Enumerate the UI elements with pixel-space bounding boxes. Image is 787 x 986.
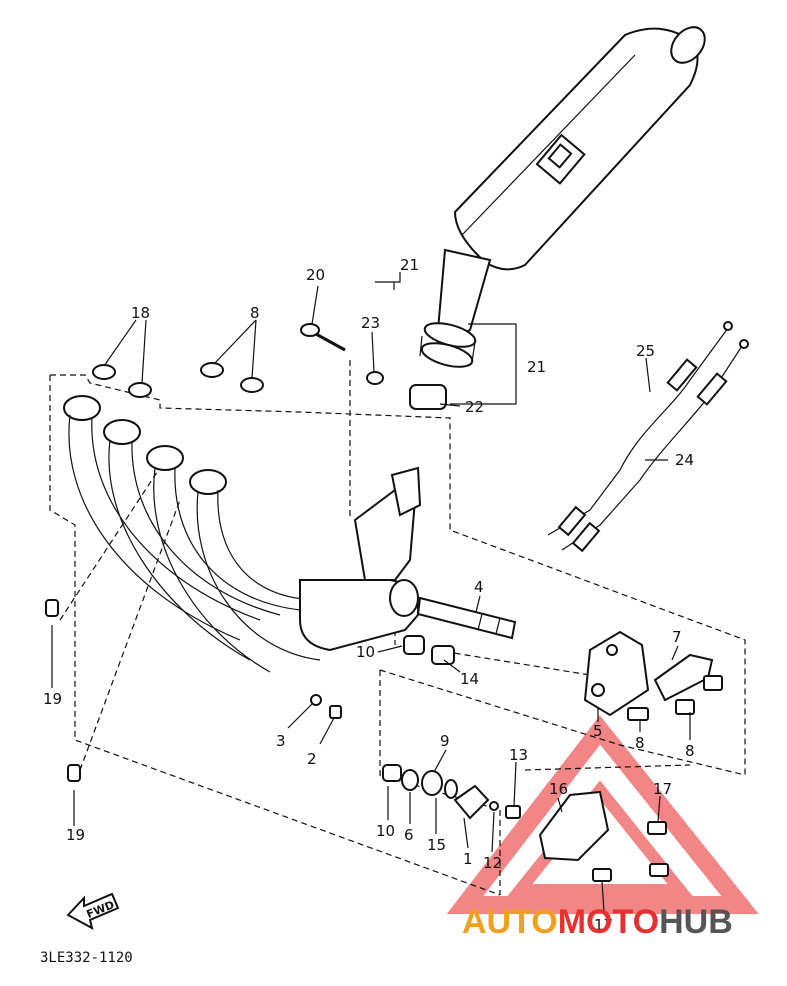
callout-9: 9 bbox=[440, 732, 450, 750]
callout-16: 16 bbox=[549, 780, 568, 798]
callout-8-top: 8 bbox=[250, 304, 260, 322]
watermark-auto: AUTO bbox=[462, 903, 558, 941]
callout-17-upper: 17 bbox=[653, 780, 672, 798]
servo-bracket-assembly bbox=[583, 630, 723, 721]
bolt-23 bbox=[366, 371, 384, 385]
cables-24-25 bbox=[547, 321, 749, 553]
callout-5: 5 bbox=[593, 722, 603, 740]
lower-bracket-16 bbox=[538, 790, 669, 882]
bolt-20 bbox=[300, 323, 346, 352]
callout-8-right: 8 bbox=[685, 742, 695, 760]
callout-21-top: 21 bbox=[400, 256, 419, 274]
callout-24: 24 bbox=[675, 451, 694, 469]
watermark-wordmark: AUTOMOTOHUB bbox=[462, 903, 733, 941]
callout-19-upper: 19 bbox=[43, 690, 62, 708]
nut-2 bbox=[329, 705, 342, 719]
gaskets-8-top bbox=[200, 362, 264, 393]
callout-19-lower: 19 bbox=[66, 826, 85, 844]
dampers-10-14 bbox=[403, 635, 455, 665]
fwd-label: FWD bbox=[85, 898, 117, 921]
stud-19-upper bbox=[45, 599, 59, 617]
callout-13: 13 bbox=[509, 746, 528, 764]
callout-labels: 18 8 20 21 23 21 22 25 24 4 10 14 3 2 19… bbox=[43, 256, 695, 934]
stud-19-lower bbox=[67, 764, 81, 782]
leader-lines bbox=[51, 272, 691, 913]
callout-23: 23 bbox=[361, 314, 380, 332]
callout-21-right: 21 bbox=[527, 358, 546, 376]
watermark-moto: MOTO bbox=[558, 903, 659, 941]
callout-1: 1 bbox=[463, 850, 473, 868]
diagram-code: 3LE332-1120 bbox=[40, 950, 133, 966]
lower-mount-hardware bbox=[382, 764, 521, 820]
callout-8-mid: 8 bbox=[635, 734, 645, 752]
svg-text:AUTOMOTOHUB: AUTOMOTOHUB bbox=[462, 903, 733, 941]
callout-15: 15 bbox=[427, 836, 446, 854]
callout-10-low: 10 bbox=[376, 822, 395, 840]
assembly-outlines bbox=[49, 360, 746, 896]
callout-17-lower: 17 bbox=[594, 916, 613, 934]
callout-22: 22 bbox=[465, 398, 484, 416]
callout-4: 4 bbox=[474, 578, 484, 596]
callout-14: 14 bbox=[460, 670, 479, 688]
callout-10-mid: 10 bbox=[356, 643, 375, 661]
callout-7: 7 bbox=[672, 628, 682, 646]
callout-2: 2 bbox=[307, 750, 317, 768]
callout-12: 12 bbox=[483, 854, 502, 872]
nut-3 bbox=[310, 694, 322, 706]
muffler bbox=[419, 26, 706, 368]
callout-18: 18 bbox=[131, 304, 150, 322]
exhaust-header-pipes bbox=[63, 395, 517, 673]
callout-25: 25 bbox=[636, 342, 655, 360]
fwd-arrow-icon: FWD bbox=[66, 892, 120, 930]
watermark-hub: HUB bbox=[659, 903, 733, 941]
callout-20: 20 bbox=[306, 266, 325, 284]
callout-6-low: 6 bbox=[404, 826, 414, 844]
gasket-22 bbox=[409, 384, 447, 410]
callout-3: 3 bbox=[276, 732, 286, 750]
